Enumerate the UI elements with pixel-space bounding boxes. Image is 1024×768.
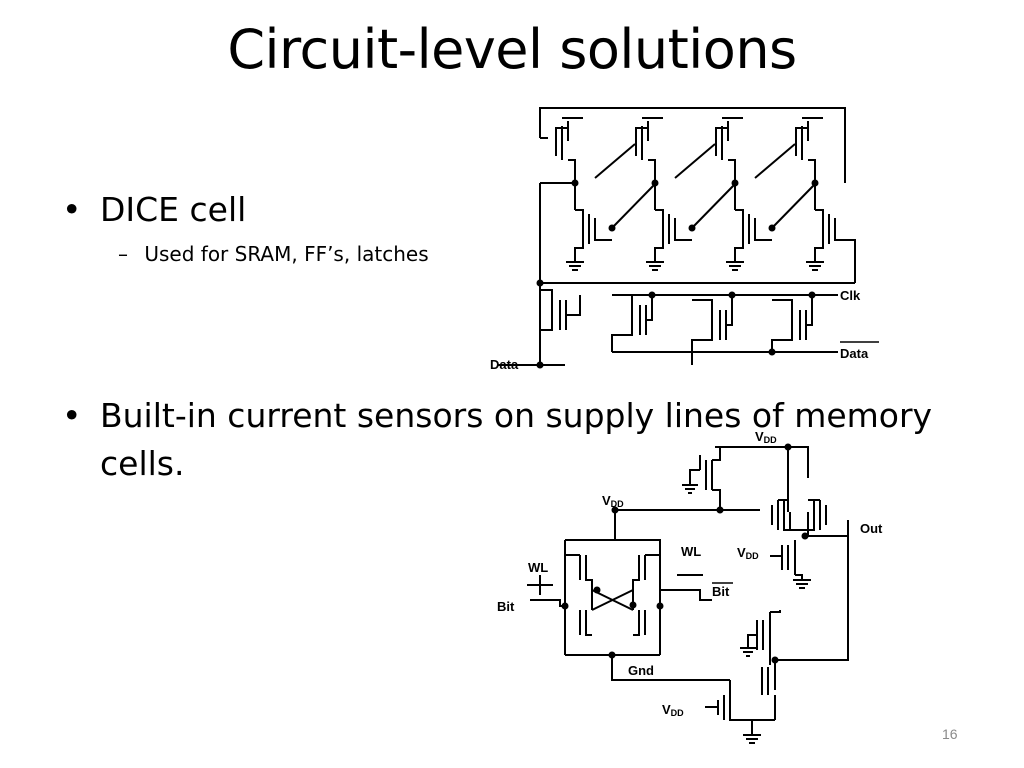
- label-clk: Clk: [840, 288, 861, 303]
- bullet-icon: •: [62, 190, 82, 229]
- dice-junctions: [536, 179, 819, 369]
- label-vdd-bottom: VDD: [662, 702, 684, 718]
- bullet-text-line2: cells.: [100, 444, 185, 483]
- label-vdd-cell: VDD: [602, 493, 624, 509]
- label-vdd-top: VDD: [755, 429, 777, 445]
- sub-bullet-text: Used for SRAM, FF’s, latches: [144, 242, 429, 266]
- dash-icon: –: [118, 242, 128, 266]
- bullet-text-line1: Built-in current sensors on supply lines…: [100, 396, 933, 435]
- bullet-icon: •: [62, 396, 82, 435]
- bics-junctions: [561, 443, 809, 664]
- dice-cell-diagram: [498, 107, 856, 366]
- label-data-bar: Data: [840, 346, 869, 361]
- pmos-row: [555, 117, 823, 180]
- label-vdd-out: VDD: [737, 545, 759, 561]
- nmos-row: [574, 209, 856, 283]
- bullet-text: DICE cell: [100, 190, 247, 229]
- slide-title: Circuit-level solutions: [227, 18, 797, 81]
- label-out: Out: [860, 521, 883, 536]
- label-wl-right: WL: [681, 544, 701, 559]
- label-wl-left: WL: [528, 560, 548, 575]
- label-bit-bar: Bit: [712, 584, 730, 599]
- label-gnd: Gnd: [628, 663, 654, 678]
- label-data: Data: [490, 357, 519, 372]
- bics-diagram: [527, 446, 849, 744]
- page-number: 16: [942, 726, 958, 742]
- label-bit: Bit: [497, 599, 515, 614]
- sub-bullet-dice-usage: – Used for SRAM, FF’s, latches: [118, 242, 429, 266]
- sram-cell: [527, 554, 730, 681]
- access-transistors: [540, 289, 813, 365]
